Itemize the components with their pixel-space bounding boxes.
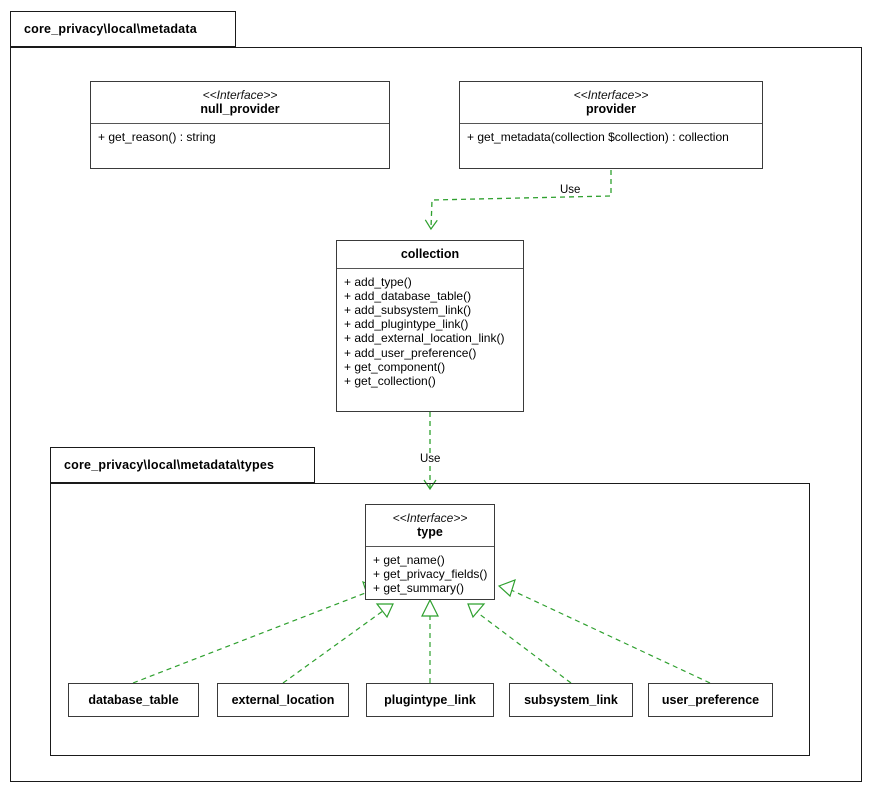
provider-member-0: + get_metadata(collection $collection) :…: [467, 129, 729, 144]
null-provider-separator: [91, 122, 389, 124]
class-node-collection[interactable]: collection + add_type() + add_database_t…: [336, 240, 524, 412]
collection-member-6: + get_component(): [344, 359, 446, 374]
collection-member-5: + add_user_preference(): [344, 345, 477, 360]
null-provider-member-0: + get_reason() : string: [98, 129, 216, 144]
collection-header: collection: [337, 241, 523, 268]
null-provider-members: + get_reason() : string: [91, 124, 389, 152]
database-table-title: database_table: [88, 693, 179, 707]
class-node-subsystem-link[interactable]: subsystem_link: [509, 683, 633, 717]
collection-member-2: + add_subsystem_link(): [344, 303, 472, 318]
provider-members: + get_metadata(collection $collection) :…: [460, 124, 762, 152]
collection-member-3: + add_plugintype_link(): [344, 317, 469, 332]
null-provider-stereotype: <<Interface>>: [202, 88, 278, 102]
edge-label-use-collection-type: Use: [418, 453, 443, 465]
class-node-plugintype-link[interactable]: plugintype_link: [366, 683, 494, 717]
type-title: type: [417, 525, 443, 540]
collection-member-4: + add_external_location_link(): [344, 331, 505, 346]
provider-stereotype: <<Interface>>: [573, 88, 649, 102]
class-node-user-preference[interactable]: user_preference: [648, 683, 773, 717]
type-member-0: + get_name(): [373, 552, 445, 567]
outer-package-body: [10, 47, 862, 782]
user-preference-title: user_preference: [661, 693, 760, 707]
collection-separator: [337, 267, 523, 269]
type-header: <<Interface>> type: [366, 505, 494, 546]
class-node-database-table[interactable]: database_table: [68, 683, 199, 717]
outer-package-tab: core_privacy\local\metadata: [10, 11, 236, 47]
subsystem-link-title: subsystem_link: [524, 693, 618, 707]
inner-package-label: core_privacy\local\metadata\types: [64, 458, 275, 472]
provider-title: provider: [585, 102, 636, 117]
class-node-external-location[interactable]: external_location: [217, 683, 349, 717]
type-members: + get_name() + get_privacy_fields() + ge…: [366, 547, 494, 603]
external-location-title: external_location: [231, 693, 335, 707]
null-provider-title: null_provider: [200, 102, 280, 117]
class-node-provider[interactable]: <<Interface>> provider + get_metadata(co…: [459, 81, 763, 169]
collection-member-0: + add_type(): [344, 274, 412, 289]
type-member-2: + get_summary(): [373, 581, 465, 596]
outer-package-label: core_privacy\local\metadata: [24, 22, 197, 36]
provider-header: <<Interface>> provider: [460, 82, 762, 123]
type-stereotype: <<Interface>>: [392, 511, 468, 525]
class-node-null-provider[interactable]: <<Interface>> null_provider + get_reason…: [90, 81, 390, 169]
collection-member-1: + add_database_table(): [344, 288, 472, 303]
type-separator: [366, 545, 494, 547]
collection-member-7: + get_collection(): [344, 373, 436, 388]
plugintype-link-title: plugintype_link: [384, 693, 476, 707]
type-member-1: + get_privacy_fields(): [373, 567, 488, 582]
provider-separator: [460, 122, 762, 124]
collection-members: + add_type() + add_database_table() + ad…: [337, 269, 523, 396]
inner-package-tab: core_privacy\local\metadata\types: [50, 447, 315, 483]
edge-label-use-provider-collection: Use: [558, 184, 583, 196]
class-node-type[interactable]: <<Interface>> type + get_name() + get_pr…: [365, 504, 495, 600]
collection-title: collection: [400, 247, 460, 261]
null-provider-header: <<Interface>> null_provider: [91, 82, 389, 123]
